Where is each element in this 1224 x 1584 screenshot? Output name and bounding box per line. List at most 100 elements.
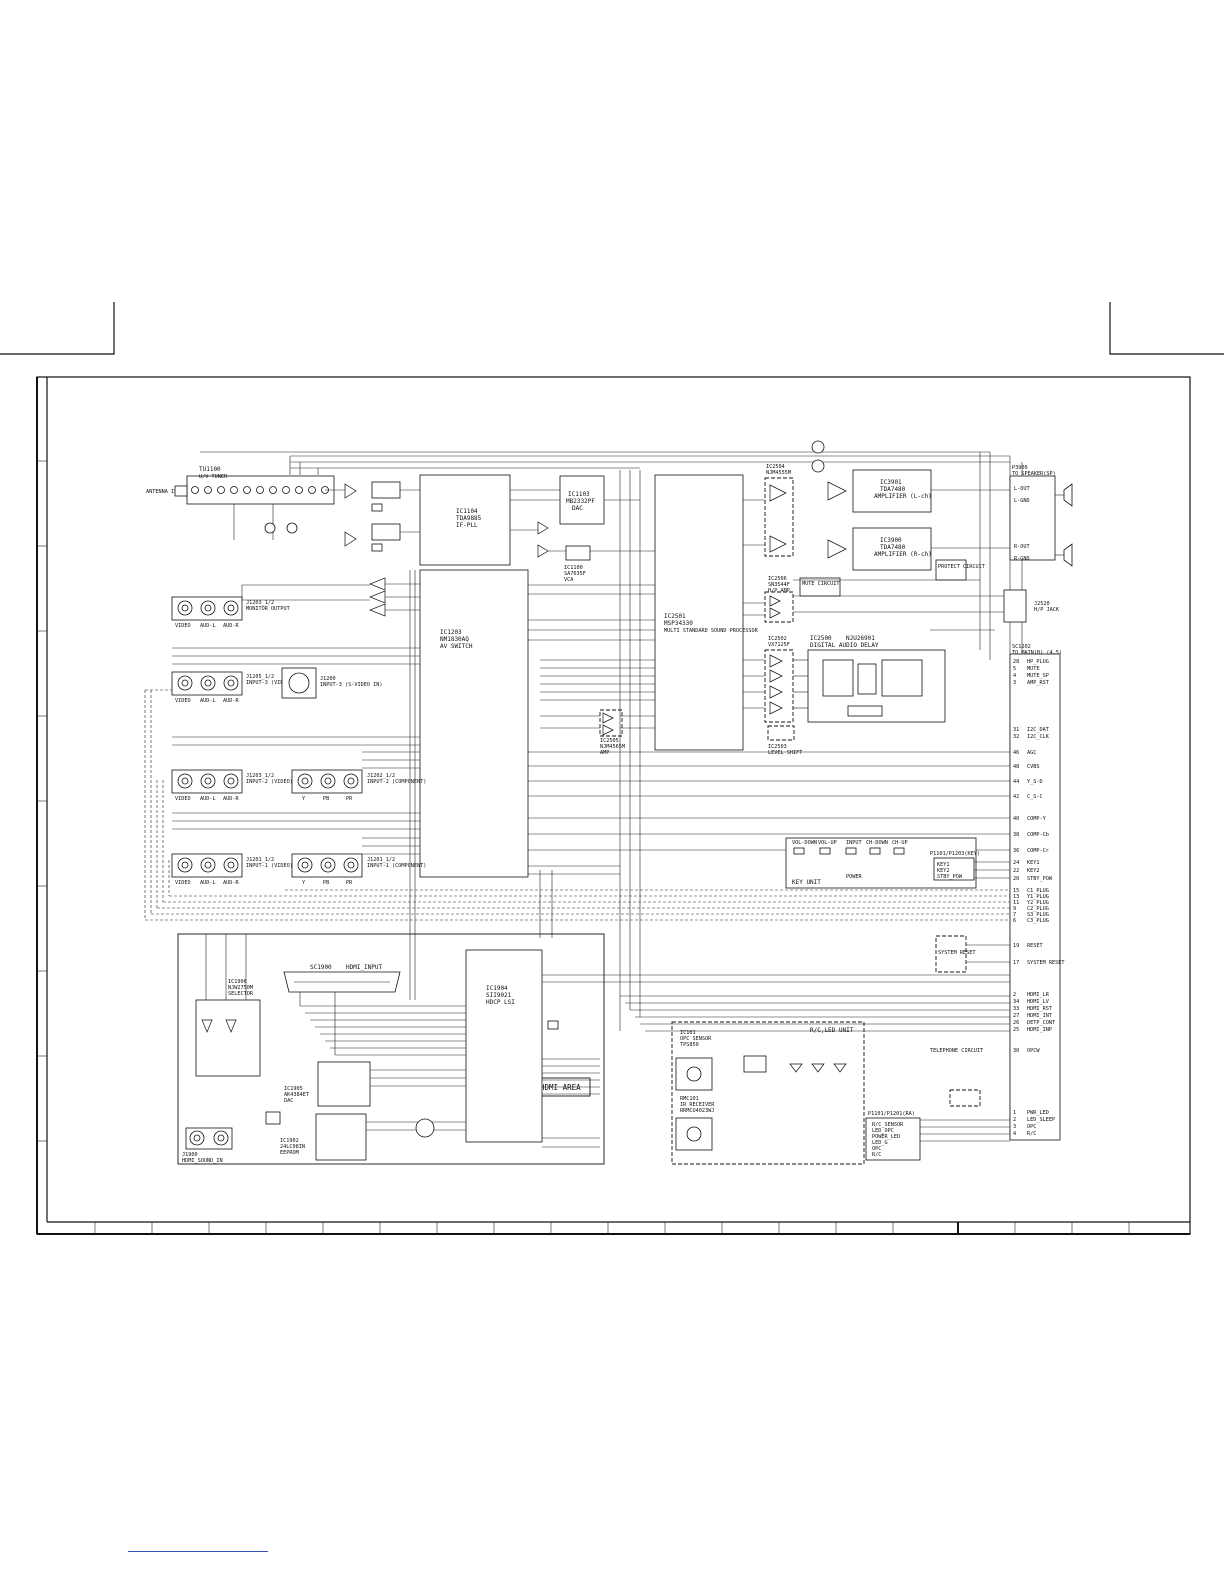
- ic2506-block: IC2506 SN3544F H/P AMP: [764, 576, 794, 623]
- svg-text:36: 36: [1013, 848, 1019, 854]
- ic2501-block: IC2501 MSP34330 MULTI STANDARD SOUND PRO…: [654, 474, 765, 751]
- column-grid-ticks: [94, 1222, 1130, 1234]
- svg-text:9: 9: [1013, 906, 1016, 912]
- key-ch-up: CH-UP: [892, 840, 908, 846]
- ic2505-part: NJM4565M: [600, 744, 625, 750]
- svg-text:Y2_PLUG: Y2_PLUG: [1027, 900, 1049, 906]
- ic1100-ref: IC1100: [564, 565, 583, 571]
- input1-audr-label: AUD-R: [223, 880, 239, 886]
- if-filters: [344, 481, 420, 552]
- input1-pr-label: PR: [346, 880, 353, 886]
- jack-panel-hdmi-sound-in: J1900 HDMI_SOUND_IN: [182, 1127, 233, 1164]
- input2c-label: INPUT-2 (COMPONENT): [367, 779, 426, 785]
- input1-y-label: Y: [302, 880, 306, 886]
- input2-audl-label: AUD-L: [200, 796, 216, 802]
- jack-panel-input1-video: VIDEO AUD-L AUD-R J1201_1/2 INPUT-1 (VID…: [171, 812, 420, 886]
- ic101-func: OPC SENSOR: [680, 1036, 712, 1042]
- input2-ref: J1203_1/2: [246, 773, 274, 779]
- ic1902-ref: IC1902: [280, 1138, 299, 1144]
- svg-text:C_S-C: C_S-C: [1027, 794, 1043, 800]
- svg-text:44: 44: [1013, 779, 1019, 785]
- svg-text:5: 5: [1013, 666, 1016, 672]
- vertical-links: [205, 452, 991, 1031]
- svg-text:COMP-Cr: COMP-Cr: [1027, 848, 1049, 854]
- sc1202-ref: SC1202: [1012, 644, 1031, 650]
- jack-panel-input3-video: VIDEO AUD-L AUD-R J1205_1/2 INPUT-3 (VID…: [171, 647, 420, 704]
- svg-text:1: 1: [1013, 1110, 1016, 1116]
- ic2500-block: IC2500 NJU26901 DIGITAL AUDIO DELAY: [793, 635, 946, 723]
- svg-text:15: 15: [1013, 888, 1019, 894]
- ic1104-func: IF-PLL: [456, 522, 478, 529]
- j1900-label: HDMI_SOUND_IN: [182, 1158, 223, 1164]
- j1900-ref: J1900: [182, 1152, 198, 1158]
- headphone-jack-j2520: J2520 H/P JACK: [793, 579, 1060, 631]
- svg-text:25: 25: [1013, 1027, 1019, 1033]
- ic2500-part: NJU26901: [846, 635, 875, 642]
- input1c-ref: J1201_1/2: [367, 857, 395, 863]
- ic1104-block: IC1104 TDA9885 IF-PLL: [419, 474, 560, 566]
- led-indicators: [743, 1055, 847, 1073]
- ic1902-part: 24LC08IN: [280, 1144, 305, 1150]
- ic3901-ref: IC3901: [880, 479, 902, 486]
- svg-text:CVBS: CVBS: [1027, 764, 1040, 770]
- svg-text:I2C_CLK: I2C_CLK: [1027, 734, 1050, 740]
- j2520-label: H/P JACK: [1034, 607, 1060, 613]
- input2-pb-label: PB: [323, 796, 329, 802]
- svideo-label: INPUT-3 (S-VIDEO IN): [320, 682, 382, 688]
- svg-text:27: 27: [1013, 1013, 1019, 1019]
- ic2500-ref: IC2500: [810, 635, 832, 642]
- ic2502-ref: IC2502: [768, 636, 787, 642]
- svg-text:3: 3: [1013, 680, 1016, 686]
- monitor-audl-label: AUD-L: [200, 623, 216, 629]
- ic2504-ref: IC2504: [766, 464, 785, 470]
- svg-text:HDMI_LV: HDMI_LV: [1027, 999, 1049, 1005]
- svg-text:3: 3: [1013, 1124, 1016, 1130]
- ic2503-func: LEVEL SHIFT: [768, 750, 802, 756]
- key-sig-3: STBY_POW: [937, 874, 963, 880]
- protect-circuit: PROTECT CIRCUIT: [935, 559, 985, 581]
- input2-video-label: VIDEO: [175, 796, 191, 802]
- input1-video-label: VIDEO: [175, 880, 191, 886]
- svg-text:C1_PLUG: C1_PLUG: [1027, 888, 1049, 894]
- svideo-ref: J1200: [320, 676, 336, 682]
- ic1904-func: HDCP LSI: [486, 999, 515, 1006]
- ic1904-part: SII9021: [486, 992, 512, 999]
- key-unit-label: KEY UNIT: [792, 879, 821, 886]
- ic2502-block: IC2502 VX7125F: [764, 636, 794, 723]
- ic1100-part: SA7635F: [564, 571, 586, 577]
- svg-text:KEY1: KEY1: [1027, 860, 1040, 866]
- svg-text:C3_PLUG: C3_PLUG: [1027, 918, 1049, 924]
- svg-text:HDMI_INP: HDMI_INP: [1027, 1027, 1052, 1033]
- monitor-label: MONITOR OUTPUT: [246, 606, 290, 612]
- key-ch-down: CH-DOWN: [866, 840, 888, 846]
- svg-text:33: 33: [1013, 1006, 1019, 1012]
- svg-text:PWR_LED: PWR_LED: [1027, 1110, 1049, 1116]
- p3900-pin-4: R-GND: [1014, 556, 1030, 562]
- ic2506-func: H/P AMP: [768, 588, 790, 594]
- j2520-ref: J2520: [1034, 601, 1050, 607]
- svg-text:COMP-Cb: COMP-Cb: [1027, 832, 1049, 838]
- svg-text:COMP-Y: COMP-Y: [1027, 816, 1047, 822]
- rmc101-ref: RMC101: [680, 1096, 699, 1102]
- ic1906-part: NJW2750M: [228, 985, 253, 991]
- input2-audr-label: AUD-R: [223, 796, 239, 802]
- input2-label: INPUT-2 (VIDEO): [246, 779, 293, 785]
- p3900-pin-2: L-GND: [1014, 498, 1030, 504]
- input3-label: INPUT-3 (VIDEO): [246, 680, 293, 686]
- rc-unit-ref: P1101/P1201(RA): [868, 1111, 915, 1117]
- input3-video-label: VIDEO: [175, 698, 191, 704]
- ic2505-ref: IC2505: [600, 738, 619, 744]
- tuner-name: U/V TUNER: [199, 474, 228, 480]
- ic1203-part: NM1830AQ: [440, 636, 469, 643]
- svg-text:31: 31: [1013, 727, 1019, 733]
- svg-text:OPCW: OPCW: [1027, 1048, 1040, 1054]
- jack-panel-input2-component: Y PB PR J1202_1/2 INPUT-2 (COMPONENT): [291, 751, 426, 802]
- input2c-ref: J1202_1/2: [367, 773, 395, 779]
- input3-audl-label: AUD-L: [200, 698, 216, 704]
- key-unit: KEY UNIT P1101/P1203(KEY) VOL-DOWN VOL-U…: [785, 837, 1010, 889]
- svg-text:SYSTEM RESET: SYSTEM RESET: [1027, 960, 1064, 966]
- ic1906-func: SELECTOR: [228, 991, 254, 997]
- svg-text:C2_PLUG: C2_PLUG: [1027, 906, 1049, 912]
- svg-text:STBY_POW: STBY_POW: [1027, 876, 1053, 882]
